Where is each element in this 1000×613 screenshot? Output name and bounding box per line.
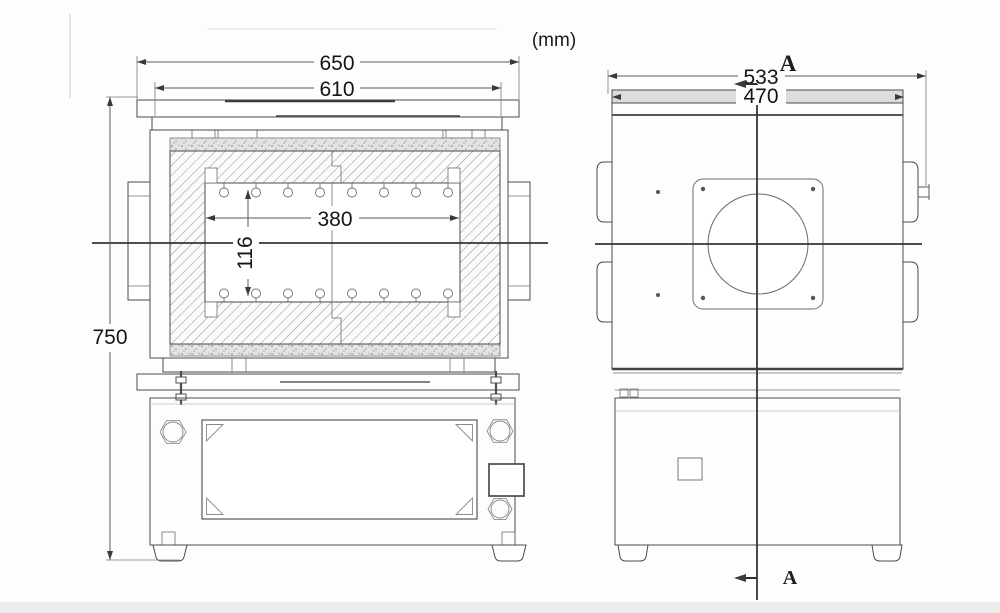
dim-case-depth: 470 — [743, 85, 778, 108]
front-view: 650 610 750 380 — [86, 52, 548, 562]
front-dimensions: 650 610 750 380 — [86, 52, 520, 561]
left-knob — [159, 420, 187, 444]
front-right-hinge-tab — [507, 181, 531, 301]
dim-chamber-width: 380 — [317, 208, 352, 231]
section-marker-bottom: A — [783, 567, 798, 589]
front-top-plate — [136, 99, 520, 118]
side-right-tab-bottom — [903, 261, 919, 323]
side-right-tab-top — [903, 161, 919, 223]
dim-case-width: 610 — [319, 78, 354, 101]
front-top-insulation-layer — [169, 137, 501, 152]
front-lid-frame — [151, 116, 503, 131]
front-bottom-insulation-layer — [169, 343, 501, 357]
units-label: (mm) — [532, 30, 576, 51]
front-furnace-body — [127, 99, 531, 405]
power-switch — [488, 463, 525, 497]
front-left-foot — [152, 544, 188, 562]
side-dimensions: 533 470 — [607, 66, 927, 186]
front-right-bolt — [490, 371, 502, 405]
right-knob — [486, 419, 514, 443]
side-left-foot — [617, 544, 649, 562]
dim-overall-width: 650 — [319, 52, 354, 75]
side-right-foot — [871, 544, 903, 562]
front-base-cabinet — [149, 397, 527, 562]
scan-artifacts — [0, 14, 1000, 613]
front-heating-coils-top — [219, 183, 453, 198]
control-panel-window — [201, 419, 478, 520]
front-heating-coils-bottom — [219, 288, 453, 302]
side-base-cabinet — [614, 397, 903, 562]
side-view: 533 470 A A — [595, 51, 930, 600]
front-left-bolt — [175, 371, 187, 405]
side-left-tab-top — [596, 161, 612, 223]
dim-overall-height: 750 — [92, 326, 127, 349]
section-markers: A A — [734, 51, 798, 589]
panel-corner-clips — [206, 424, 473, 515]
dim-chamber-height: 116 — [234, 236, 257, 269]
side-panel-screws — [656, 190, 660, 297]
front-left-hinge-tab — [127, 181, 151, 301]
section-marker-top: A — [780, 51, 797, 76]
vent-plate-screws — [700, 186, 816, 301]
lower-knob — [487, 498, 513, 520]
front-right-foot — [491, 544, 527, 562]
front-shell-bottom — [162, 357, 496, 373]
side-base-plate — [677, 457, 703, 481]
side-left-tab-bottom — [596, 261, 612, 323]
side-pipe-fitting — [918, 184, 930, 200]
